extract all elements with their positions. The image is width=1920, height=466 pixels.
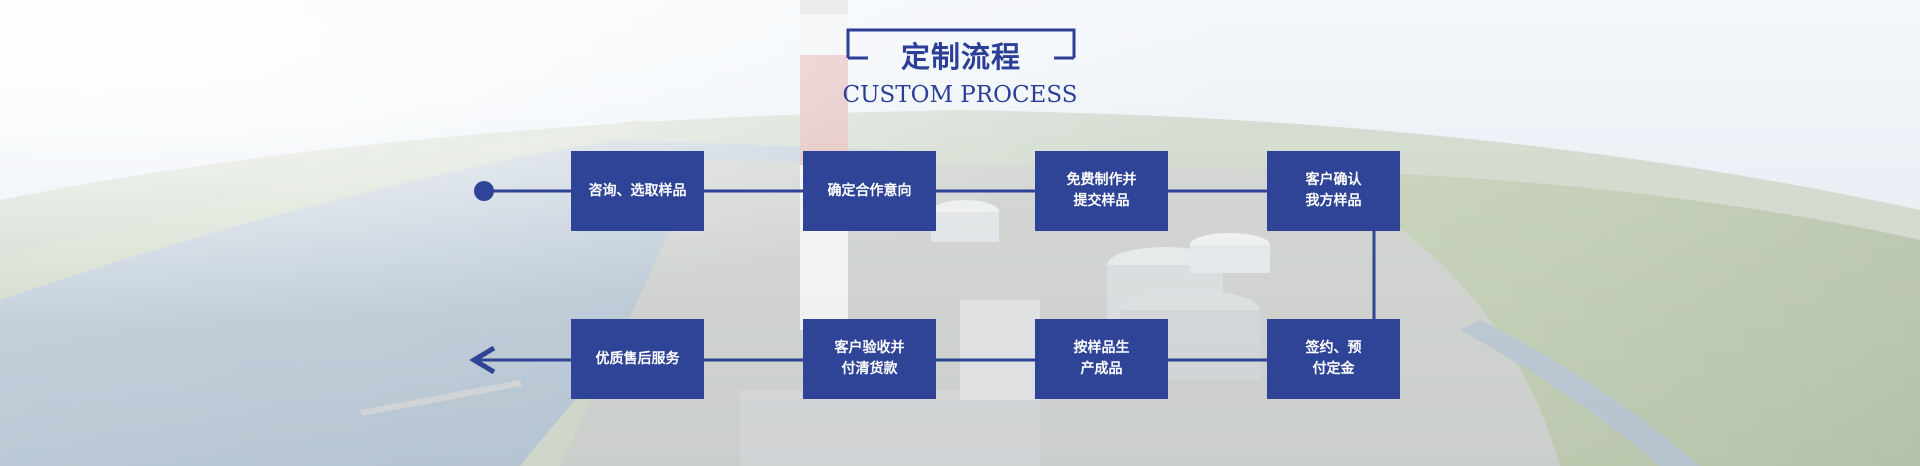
step-customer-confirm: 客户确认 我方样品 [1267,151,1400,231]
step-consult: 咨询、选取样品 [571,151,704,231]
title-bracket-icon [846,28,1076,60]
page-title: 定制流程 [900,40,1021,74]
end-arrow-icon [469,345,496,375]
step-acceptance-payment: 客户验收并 付清货款 [803,319,936,399]
title-frame: 定制流程 [846,28,1076,74]
step-confirm-intent: 确定合作意向 [803,151,936,231]
step-make-sample: 免费制作并 提交样品 [1035,151,1168,231]
step-sign-deposit: 签约、预 付定金 [1267,319,1400,399]
page-subtitle: CUSTOM PROCESS [842,82,1078,108]
step-production: 按样品生 产成品 [1035,319,1168,399]
step-after-sales: 优质售后服务 [571,319,704,399]
